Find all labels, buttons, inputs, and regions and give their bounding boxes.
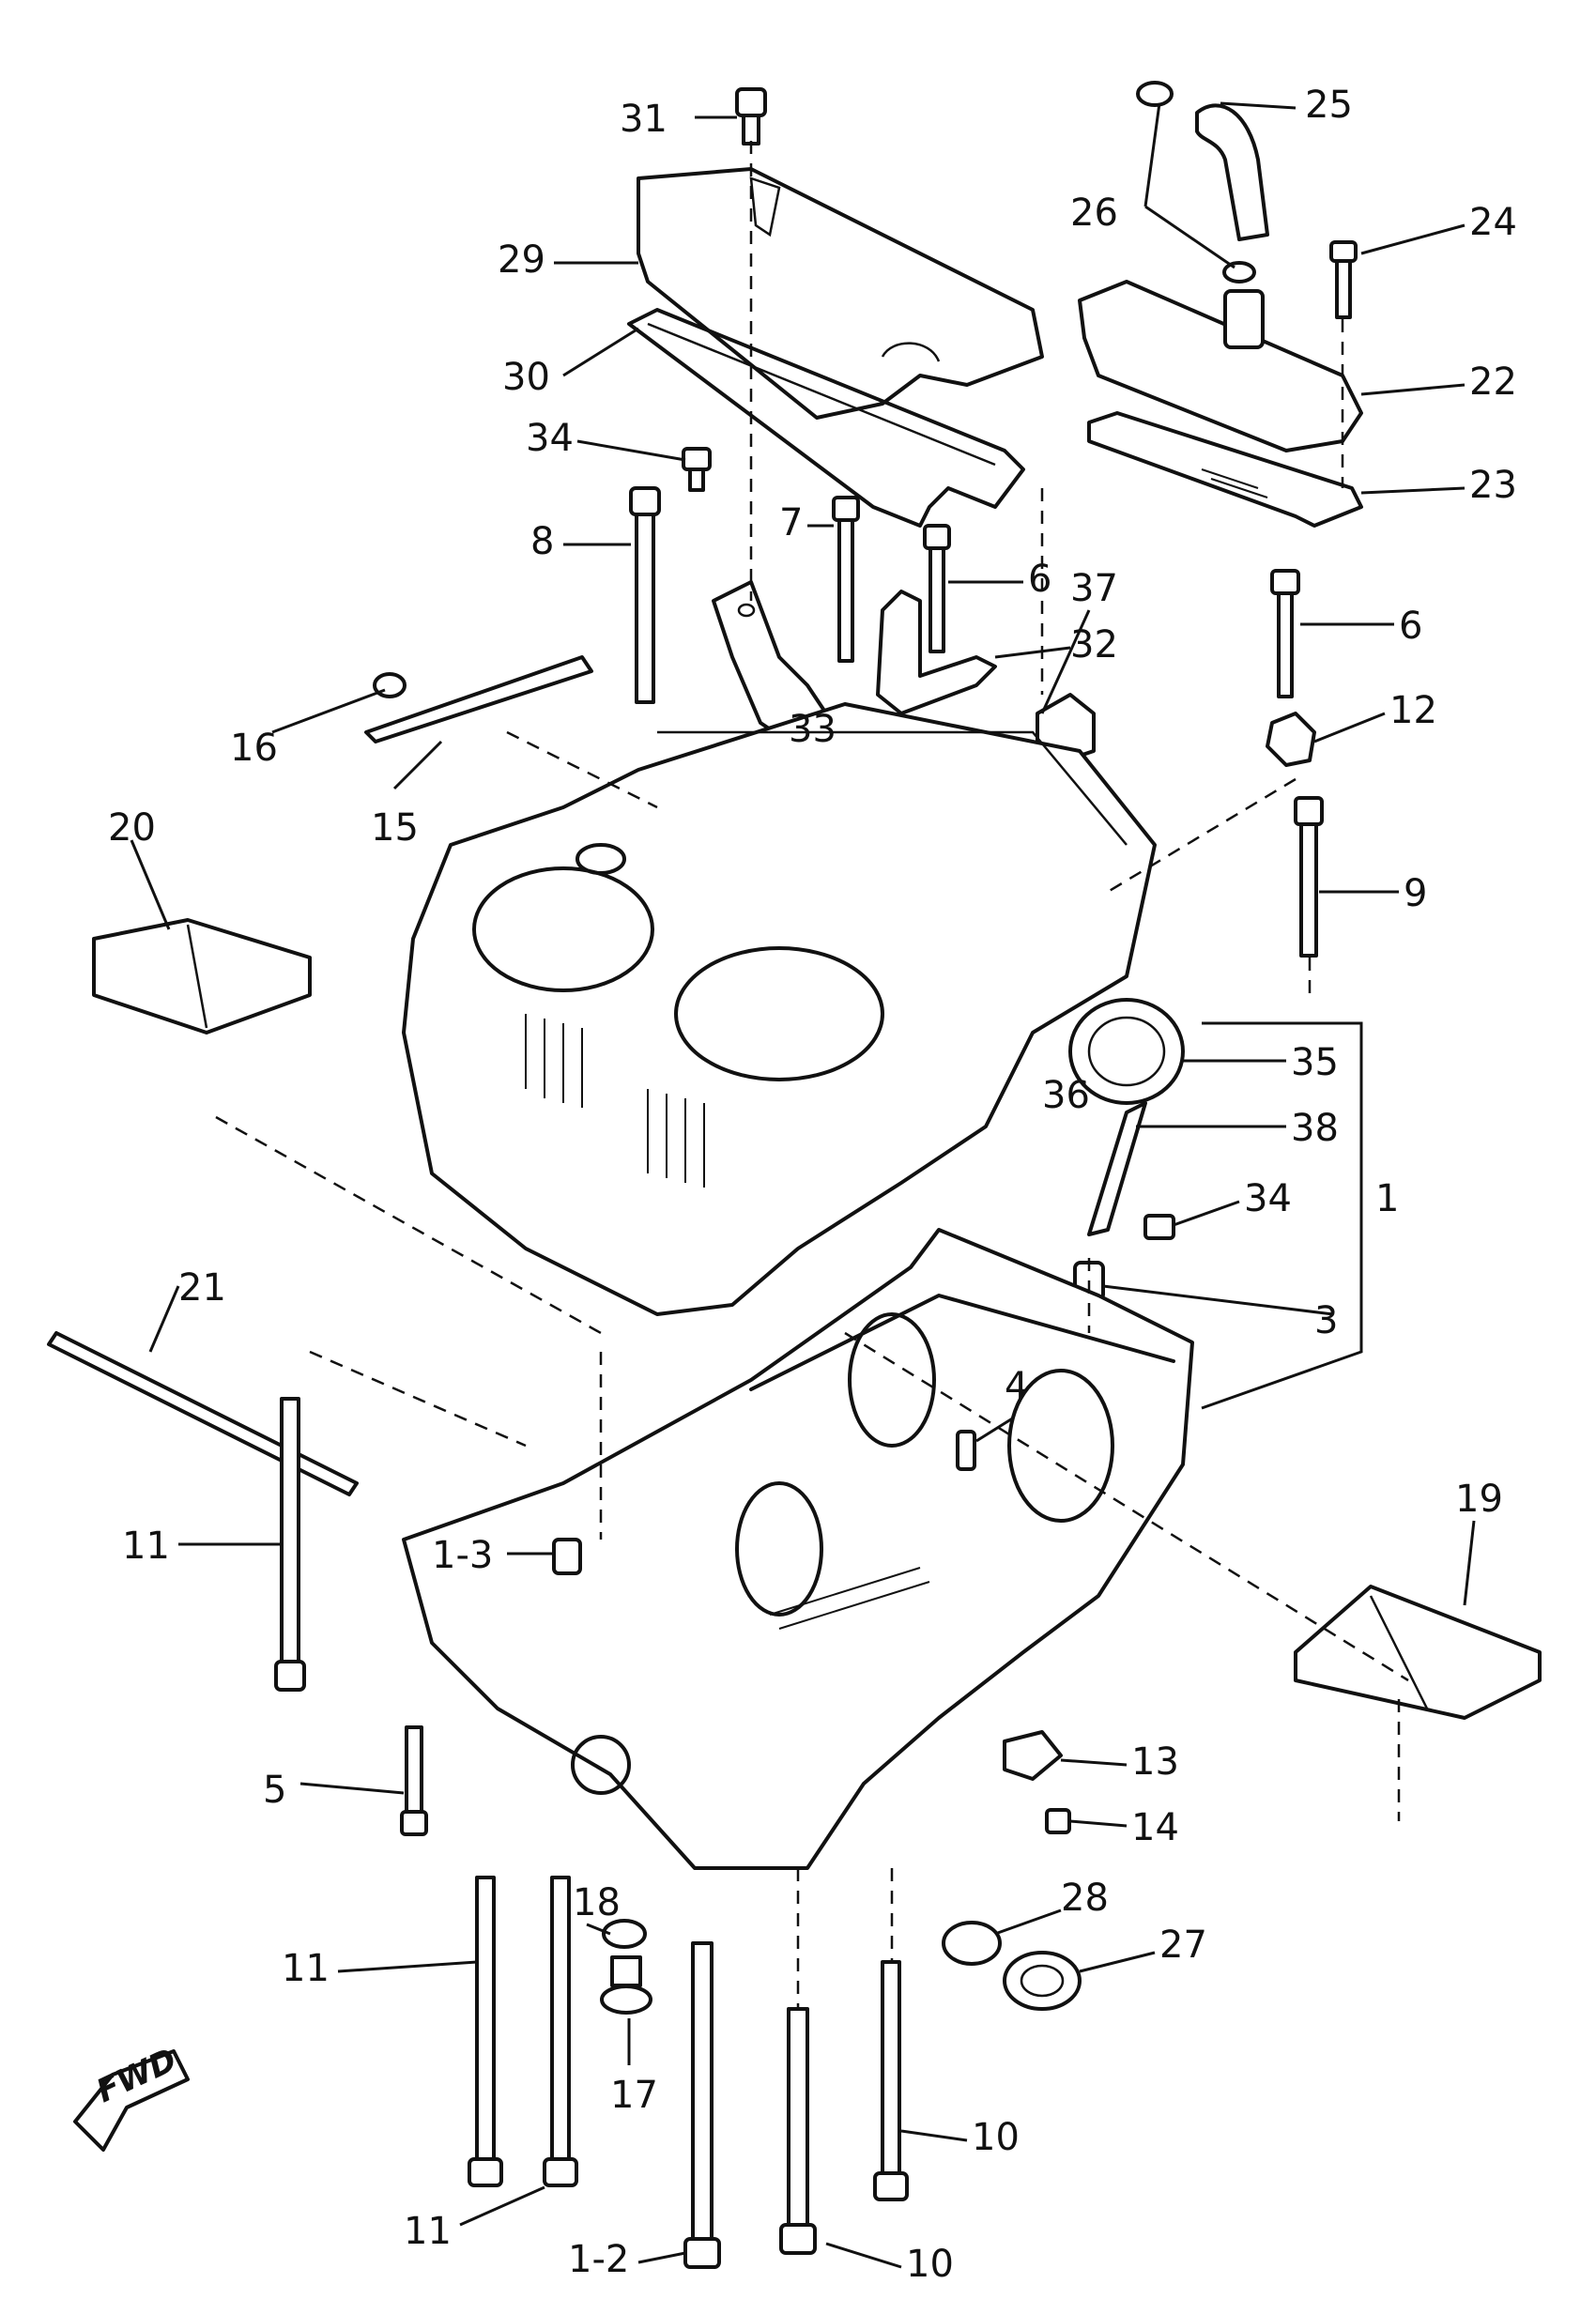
part-3-dowel-lower bbox=[552, 1538, 582, 1575]
callout-22: 22 bbox=[1469, 360, 1517, 404]
callout-27: 27 bbox=[1159, 1923, 1207, 1967]
part-14-screw bbox=[1045, 1808, 1071, 1834]
callout-32: 32 bbox=[1070, 623, 1118, 667]
callout-36: 36 bbox=[1042, 1074, 1090, 1117]
upper-crankcase bbox=[402, 702, 1157, 1316]
part-22-breather-cover bbox=[1078, 280, 1363, 452]
part-7-bolt bbox=[832, 496, 860, 663]
callout-16: 16 bbox=[230, 727, 278, 770]
leader-lines bbox=[130, 101, 1476, 2269]
part-21-rod bbox=[47, 1331, 359, 1496]
callout-11-a: 11 bbox=[122, 1525, 170, 1568]
part-6-bolt-b bbox=[1270, 569, 1300, 698]
callout-6-a: 6 bbox=[1028, 558, 1051, 601]
callout-38: 38 bbox=[1291, 1107, 1339, 1150]
part-8-bolt bbox=[629, 486, 661, 704]
callout-11-b: 11 bbox=[282, 1947, 330, 1990]
callout-28: 28 bbox=[1061, 1877, 1109, 1920]
part-4-pin bbox=[956, 1430, 976, 1471]
part-29-cover bbox=[637, 167, 1044, 420]
callout-9: 9 bbox=[1404, 872, 1427, 915]
callout-5: 5 bbox=[263, 1769, 286, 1812]
callout-34-upper: 34 bbox=[526, 417, 574, 460]
assembly-lines bbox=[215, 141, 1409, 2009]
part-11-bolt-c bbox=[543, 1876, 578, 2187]
callout-17: 17 bbox=[610, 2074, 658, 2117]
callout-10-b: 10 bbox=[906, 2243, 954, 2286]
callout-24: 24 bbox=[1469, 201, 1517, 244]
callout-labels: 31 25 26 24 29 22 30 34 23 8 7 6 37 6 32… bbox=[108, 84, 1517, 2286]
callout-20: 20 bbox=[108, 806, 156, 850]
part-38-tube bbox=[1087, 1101, 1147, 1236]
callout-18: 18 bbox=[573, 1881, 621, 1924]
part-17-plug bbox=[600, 1955, 652, 2015]
part-6-bolt-a bbox=[923, 524, 951, 653]
callout-29: 29 bbox=[498, 238, 545, 282]
callout-26: 26 bbox=[1070, 192, 1118, 235]
callout-33: 33 bbox=[789, 708, 836, 751]
callout-14: 14 bbox=[1131, 1806, 1179, 1849]
callout-6-b: 6 bbox=[1399, 605, 1422, 648]
callout-7: 7 bbox=[779, 501, 803, 544]
part-12-clip bbox=[1266, 712, 1316, 767]
part-12-bolt-lower bbox=[683, 1941, 721, 2269]
callout-15: 15 bbox=[371, 806, 419, 850]
part-26-clamps bbox=[1136, 81, 1256, 284]
callout-4: 4 bbox=[1005, 1365, 1028, 1408]
part-18-washer bbox=[602, 1919, 647, 1949]
part-9-bolt bbox=[1294, 796, 1324, 958]
callout-12: 12 bbox=[1389, 689, 1437, 732]
callout-8: 8 bbox=[530, 520, 554, 563]
callout-12-lower: 1-2 bbox=[568, 2238, 629, 2281]
callout-31: 31 bbox=[620, 98, 668, 141]
lower-crankcase bbox=[402, 1228, 1194, 1870]
part-27-plug bbox=[1003, 1951, 1082, 2011]
callout-3-upper: 3 bbox=[1314, 1299, 1338, 1342]
callout-25: 25 bbox=[1305, 84, 1353, 127]
callout-19: 19 bbox=[1455, 1478, 1503, 1521]
callout-35: 35 bbox=[1291, 1041, 1339, 1084]
part-34-bolt-lower bbox=[1143, 1214, 1175, 1240]
fwd-label: FWD bbox=[91, 2041, 183, 2110]
callout-1: 1 bbox=[1375, 1177, 1399, 1220]
callout-21: 21 bbox=[178, 1266, 226, 1310]
part-11-bolt-b bbox=[468, 1876, 503, 2187]
callout-30: 30 bbox=[502, 356, 550, 399]
part-10-bolt-a bbox=[779, 2007, 817, 2255]
part-13-clip bbox=[1003, 1730, 1063, 1781]
part-23-gasket bbox=[1087, 411, 1363, 528]
callout-13: 13 bbox=[1131, 1740, 1179, 1784]
callout-10-a: 10 bbox=[972, 2116, 1020, 2159]
part-15-strip bbox=[364, 655, 593, 743]
part-19-plate bbox=[1294, 1585, 1542, 1720]
part-20-plate bbox=[92, 918, 312, 1035]
callout-11-c: 11 bbox=[404, 2210, 452, 2253]
forward-direction-arrow: FWD bbox=[73, 2041, 190, 2152]
callout-23: 23 bbox=[1469, 464, 1517, 507]
part-11-bolt-a bbox=[274, 1397, 306, 1692]
part-28-gasket bbox=[942, 1921, 1002, 1966]
part-25-hose bbox=[1195, 103, 1269, 241]
callout-3-lower: 1-3 bbox=[432, 1534, 493, 1577]
part-35-filter bbox=[1068, 998, 1185, 1105]
part-31-bolt bbox=[735, 87, 767, 146]
part-34-bolt-upper bbox=[682, 447, 712, 492]
callout-34-lower: 34 bbox=[1244, 1177, 1292, 1220]
callout-37: 37 bbox=[1070, 567, 1118, 610]
part-24-bolt bbox=[1329, 240, 1358, 319]
part-10-bolt-b bbox=[873, 1960, 909, 2201]
part-30-gasket bbox=[627, 308, 1025, 528]
part-5-bolt bbox=[400, 1725, 428, 1836]
part-32-bracket bbox=[876, 590, 997, 715]
